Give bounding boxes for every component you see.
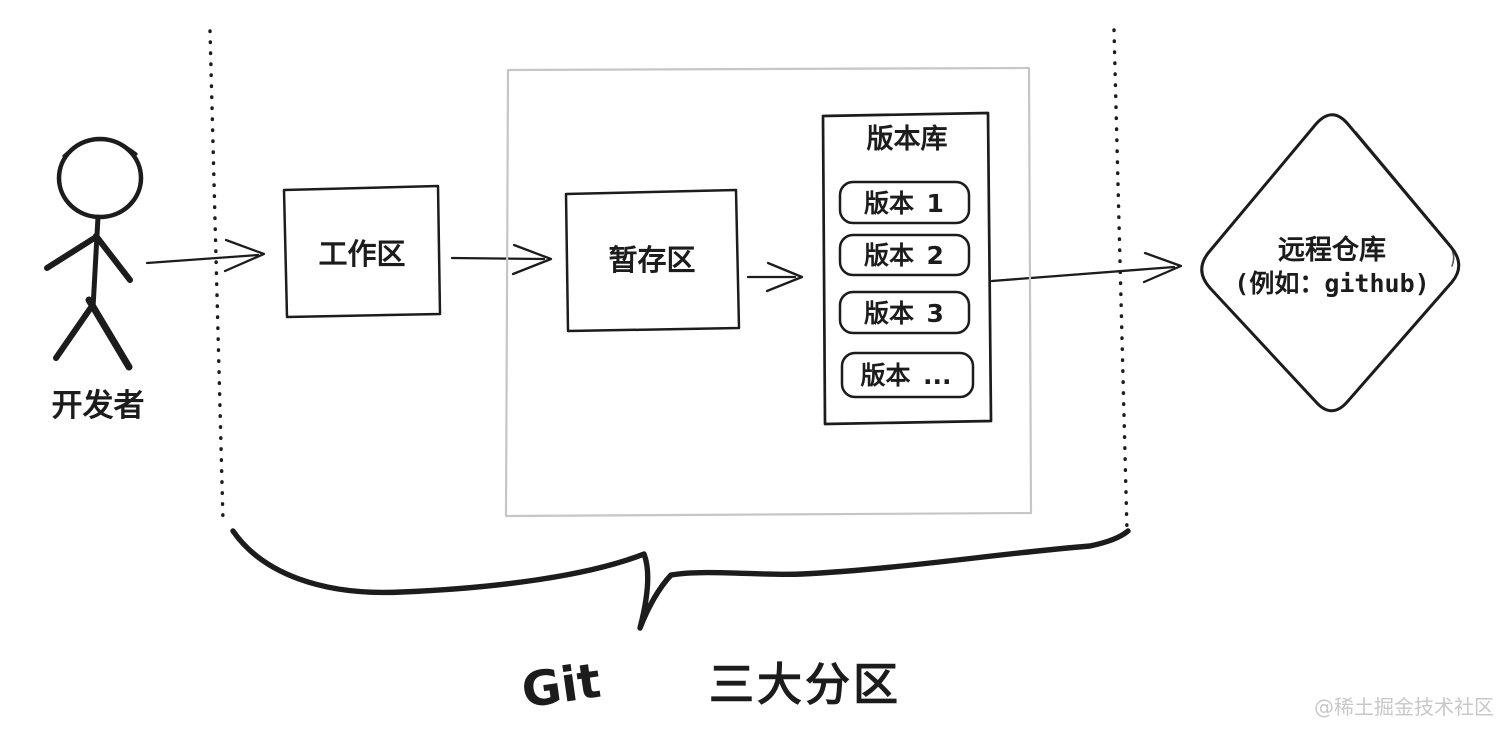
flow-arrows	[145, 238, 1183, 293]
arrow-staging-to-repo	[746, 261, 804, 293]
developer-leg-right	[85, 296, 133, 371]
version-pill: 版本 2	[838, 233, 971, 277]
zone-boundary-left-dotted-line	[208, 29, 225, 523]
caption-zones: 三大分区	[709, 658, 901, 711]
developer-leg-left	[53, 303, 95, 361]
working-area-box: 工作区	[282, 184, 442, 319]
git-internal-container-box	[504, 66, 1033, 518]
developer-arm-right	[93, 233, 133, 283]
working-area-label: 工作区	[318, 237, 405, 271]
repository-title: 版本库	[867, 124, 948, 155]
staging-area-box: 暂存区	[564, 188, 741, 333]
repository-box: 版本库 版本 1 版本 2 版本 3 版本 ...	[821, 111, 993, 426]
caption-git: Git	[518, 653, 604, 719]
arrow-repo-to-remote	[990, 251, 1183, 284]
arrow-developer-to-working	[145, 238, 266, 273]
version-pill: 版本 3	[838, 290, 971, 335]
brace-curve	[230, 528, 1131, 631]
arrow-working-to-staging	[450, 243, 553, 276]
version-pill: 版本 ...	[840, 351, 975, 399]
developer-head-sketch-stroke	[62, 137, 138, 158]
remote-repo-name: 远程仓库	[1278, 235, 1386, 266]
version-pill-label: 版本 3	[863, 299, 944, 328]
caption: Git 三大分区	[518, 653, 901, 719]
staging-area-label: 暂存区	[608, 243, 695, 277]
remote-repo-diamond: 远程仓库 (例如：github)	[1200, 113, 1461, 413]
community-watermark: @稀土掘金技术社区	[1314, 695, 1494, 719]
developer-figure: 开发者	[44, 136, 145, 424]
developer-body	[90, 214, 101, 311]
developer-label: 开发者	[52, 388, 145, 424]
zone-boundary-right-dotted-line	[1112, 28, 1129, 533]
version-pill-label: 版本 1	[863, 189, 944, 218]
version-pill-label: 版本 ...	[860, 361, 952, 390]
remote-repo-example: (例如：github)	[1234, 269, 1429, 298]
developer-arm-left	[44, 234, 99, 271]
diamond-sketch-stroke	[1355, 131, 1455, 267]
version-pill: 版本 1	[838, 180, 971, 225]
version-pill-label: 版本 2	[863, 241, 944, 270]
